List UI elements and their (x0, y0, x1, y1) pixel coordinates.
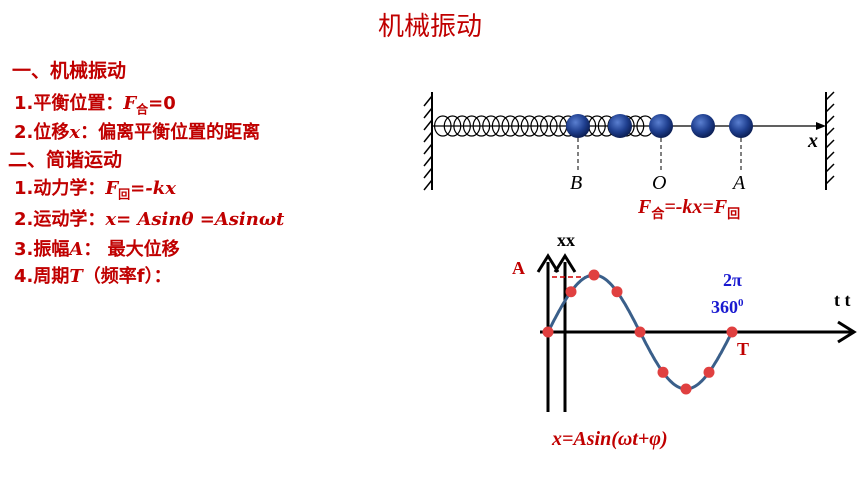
spring-coil-loop (511, 115, 529, 137)
sample-point (588, 269, 600, 281)
item-formula: T (69, 266, 83, 287)
item-amplitude: 3.振幅A： 最大位移 (14, 235, 180, 261)
ball-4 (691, 114, 715, 138)
ball-2 (608, 114, 632, 138)
label-x-axis: x (808, 130, 818, 152)
page-title: 机械振动 (377, 12, 482, 42)
heading-simple-harmonic: 二、简谐运动 (8, 145, 122, 172)
amplitude-label: A (512, 258, 525, 278)
spring-coil-loop (433, 115, 452, 137)
item-formula: A (69, 239, 84, 260)
item-prefix: 2.运动学： (14, 209, 106, 230)
spring-coil-loop (443, 115, 462, 137)
item-kinematics: 2.运动学：x= Asinθ =Asinωt (14, 205, 284, 231)
item-formula: F (123, 93, 137, 114)
label-a: A (733, 172, 746, 194)
item-suffix: =0 (148, 93, 176, 114)
item-formula: x (69, 122, 81, 143)
y-axis-arrow-1 (536, 253, 560, 273)
right-wall (825, 91, 835, 190)
item-prefix: 1.动力学： (14, 178, 106, 199)
spring-coil-loop (462, 115, 481, 137)
sample-point (565, 286, 577, 298)
x-axis-arrow (816, 122, 826, 130)
sample-point (657, 366, 669, 378)
angle-360-degree: 0 (738, 297, 744, 309)
spring-coil-loop (539, 115, 558, 137)
heading-mechanical-vibration: 一、机械振动 (12, 56, 126, 83)
item-suffix: ： 最大位移 (83, 239, 180, 260)
formula-sub2: 回 (727, 206, 741, 221)
item-prefix: 3.振幅 (14, 239, 70, 260)
sample-point (680, 383, 692, 395)
formula-f1: F (638, 196, 652, 218)
period-label: T (737, 339, 750, 359)
angle-360-label: 3600 (711, 297, 744, 318)
item-suffix: （频率f）： (82, 266, 172, 287)
item-suffix: ：偏离平衡位置的距离 (80, 122, 261, 143)
sample-point (703, 366, 715, 378)
heading-text: 一、机械振动 (12, 60, 127, 82)
angle-360-value: 360 (711, 297, 738, 317)
sample-point (634, 326, 646, 338)
y-axis-arrow-2 (553, 253, 577, 273)
formula-f2: F (713, 196, 728, 218)
spring-coil-loop (530, 115, 548, 137)
item-equilibrium-position: 1.平衡位置：F合=0 (14, 89, 176, 118)
item-formula: x= Asinθ =Asinωt (105, 209, 285, 230)
y-axis-label: xx (557, 230, 575, 250)
ball-o (649, 114, 673, 138)
heading-text: 二、简谐运动 (8, 149, 123, 171)
t-axis-label: t t (834, 290, 851, 310)
item-displacement: 2.位移x：偏离平衡位置的距离 (14, 118, 260, 144)
item-prefix: 2.位移 (14, 122, 70, 143)
left-wall (423, 92, 433, 191)
item-formula: F (105, 178, 119, 199)
angle-2pi-label: 2π (723, 270, 742, 290)
item-suffix: =-kx (130, 178, 176, 199)
item-subscript: 回 (118, 187, 131, 202)
spring-coil-loop (472, 115, 491, 137)
ball-a (729, 114, 753, 138)
label-b: B (570, 172, 583, 194)
item-period: 4.周期T（频率f）： (14, 262, 172, 288)
sample-point (542, 326, 554, 338)
t-axis-arrow (837, 320, 857, 344)
restoring-force-formula: F合=-kx=F回 (638, 196, 740, 222)
spring-coil-loop (520, 115, 539, 137)
formula-sub1: 合 (651, 206, 665, 221)
spring-coil-loop (491, 115, 510, 137)
spring-coil-loop (482, 115, 500, 137)
label-o: O (652, 172, 667, 194)
item-prefix: 1.平衡位置： (14, 93, 124, 114)
item-subscript: 合 (136, 102, 149, 117)
item-dynamics: 1.动力学：F回=-kx (14, 174, 176, 203)
spring-coil-loop (501, 115, 520, 137)
sample-point (611, 286, 623, 298)
sample-point (726, 326, 738, 338)
ball-b (566, 114, 590, 138)
spring-coil-loop (453, 115, 471, 137)
formula-mid: =-kx= (664, 196, 714, 218)
wave-equation: x=Asin(ωt+φ) (552, 428, 668, 450)
sample-points (542, 269, 738, 395)
item-prefix: 4.周期 (14, 266, 70, 287)
